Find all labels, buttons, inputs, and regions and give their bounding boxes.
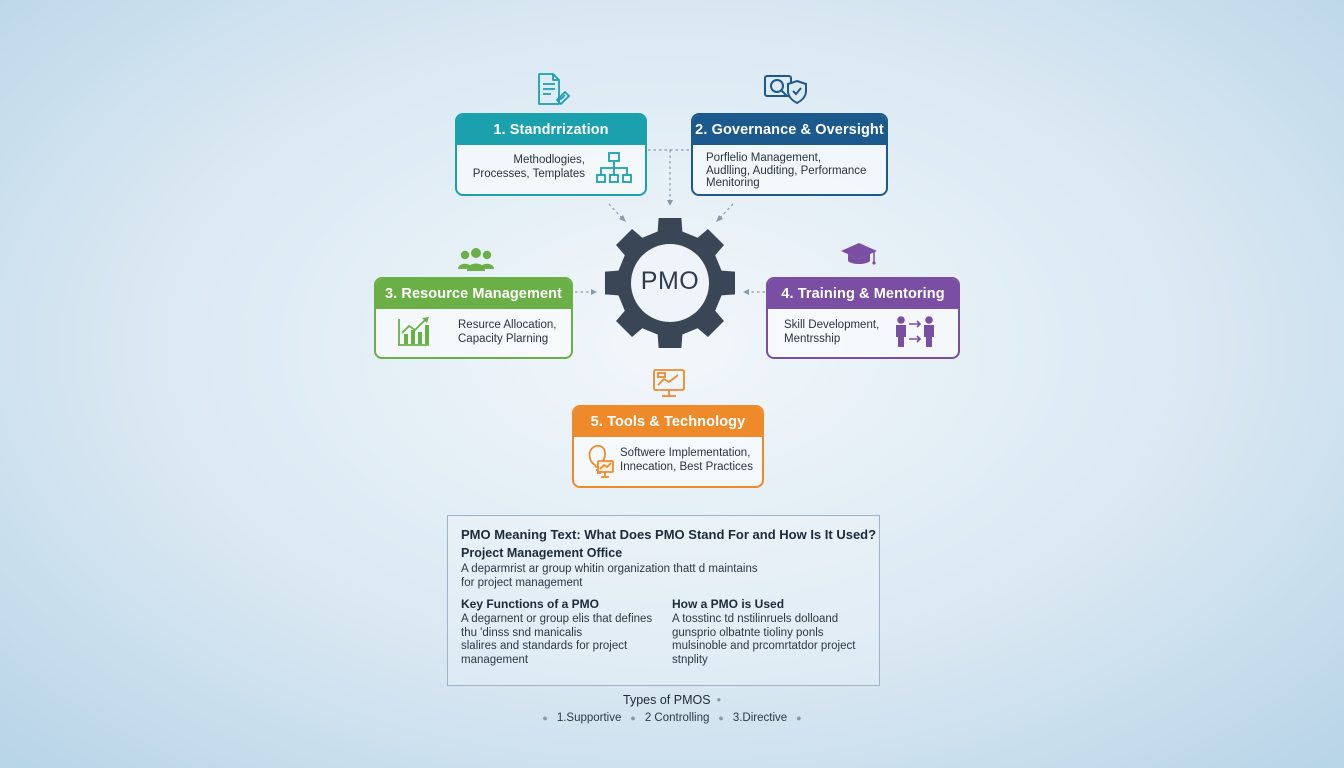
mentor-people-icon [896, 316, 934, 347]
info-description: A deparmrist ar group whitin organizatio… [461, 563, 758, 589]
card-description: Porflelio Management, Audlling, Auditing… [706, 152, 867, 189]
card-title: 1. Standrrization [457, 115, 645, 145]
tools-technology-card: 5. Tools & Technology Softwere Implement… [572, 405, 764, 488]
info-title: PMO Meaning Text: What Does PMO Stand Fo… [461, 527, 877, 542]
hierarchy-chart-icon [596, 152, 632, 183]
info-subtitle: Project Management Office [461, 546, 623, 560]
pmo-center-label: PMO [640, 266, 700, 295]
type-item: 3.Directive [732, 712, 788, 724]
bullet-dot: ● [796, 713, 802, 723]
growth-chart-icon [398, 317, 429, 346]
bullet-dot: ● [630, 713, 636, 723]
monitor-chart-icon [653, 369, 685, 397]
types-list: ● 1.Supportive ● 2 Controlling ● 3.Direc… [500, 712, 844, 724]
card-title: 4. Training & Mentoring [768, 279, 958, 309]
document-checklist-icon [538, 73, 570, 105]
governance-card: 2. Governance & Oversight Porflelio Mana… [691, 113, 888, 196]
key-functions-heading: Key Functions of a PMO [461, 597, 600, 611]
team-icon [458, 248, 494, 271]
bullet-dot: ● [718, 713, 724, 723]
card-title: 2. Governance & Oversight [693, 115, 886, 145]
card-title: 5. Tools & Technology [574, 407, 762, 437]
card-description: Resurce Allocation, Capacity Plarning [458, 319, 557, 345]
types-heading: Types of PMOS• [623, 693, 721, 707]
bullet-dot: ● [542, 713, 548, 723]
standardization-card: 1. Standrrization Methodlogies, Processe… [455, 113, 647, 196]
card-description: Methodlogies, Processes, Templates [472, 154, 585, 180]
resource-management-card: 3. Resource Management Resurce Allocatio… [374, 277, 573, 359]
graduation-cap-icon [841, 243, 877, 265]
card-description: Skill Development, Mentrsship [784, 319, 880, 345]
type-item: 1.Supportive [556, 712, 622, 724]
magnifier-shield-icon [764, 75, 807, 105]
key-functions-text: A degarnent or group elis that defines t… [461, 613, 653, 666]
pmo-gear-icon [604, 217, 736, 349]
type-item: 2 Controlling [644, 712, 710, 724]
lightbulb-screen-icon [588, 444, 614, 478]
how-used-text: A tosstinc td nstilinruels dolloand guns… [672, 613, 856, 666]
how-used-heading: How a PMO is Used [672, 597, 785, 611]
pmo-meaning-panel: PMO Meaning Text: What Does PMO Stand Fo… [447, 515, 880, 686]
card-title: 3. Resource Management [376, 279, 571, 309]
training-mentoring-card: 4. Training & Mentoring Skill Developmen… [766, 277, 960, 359]
card-description: Softwere Implementation, Innecation, Bes… [620, 447, 753, 473]
